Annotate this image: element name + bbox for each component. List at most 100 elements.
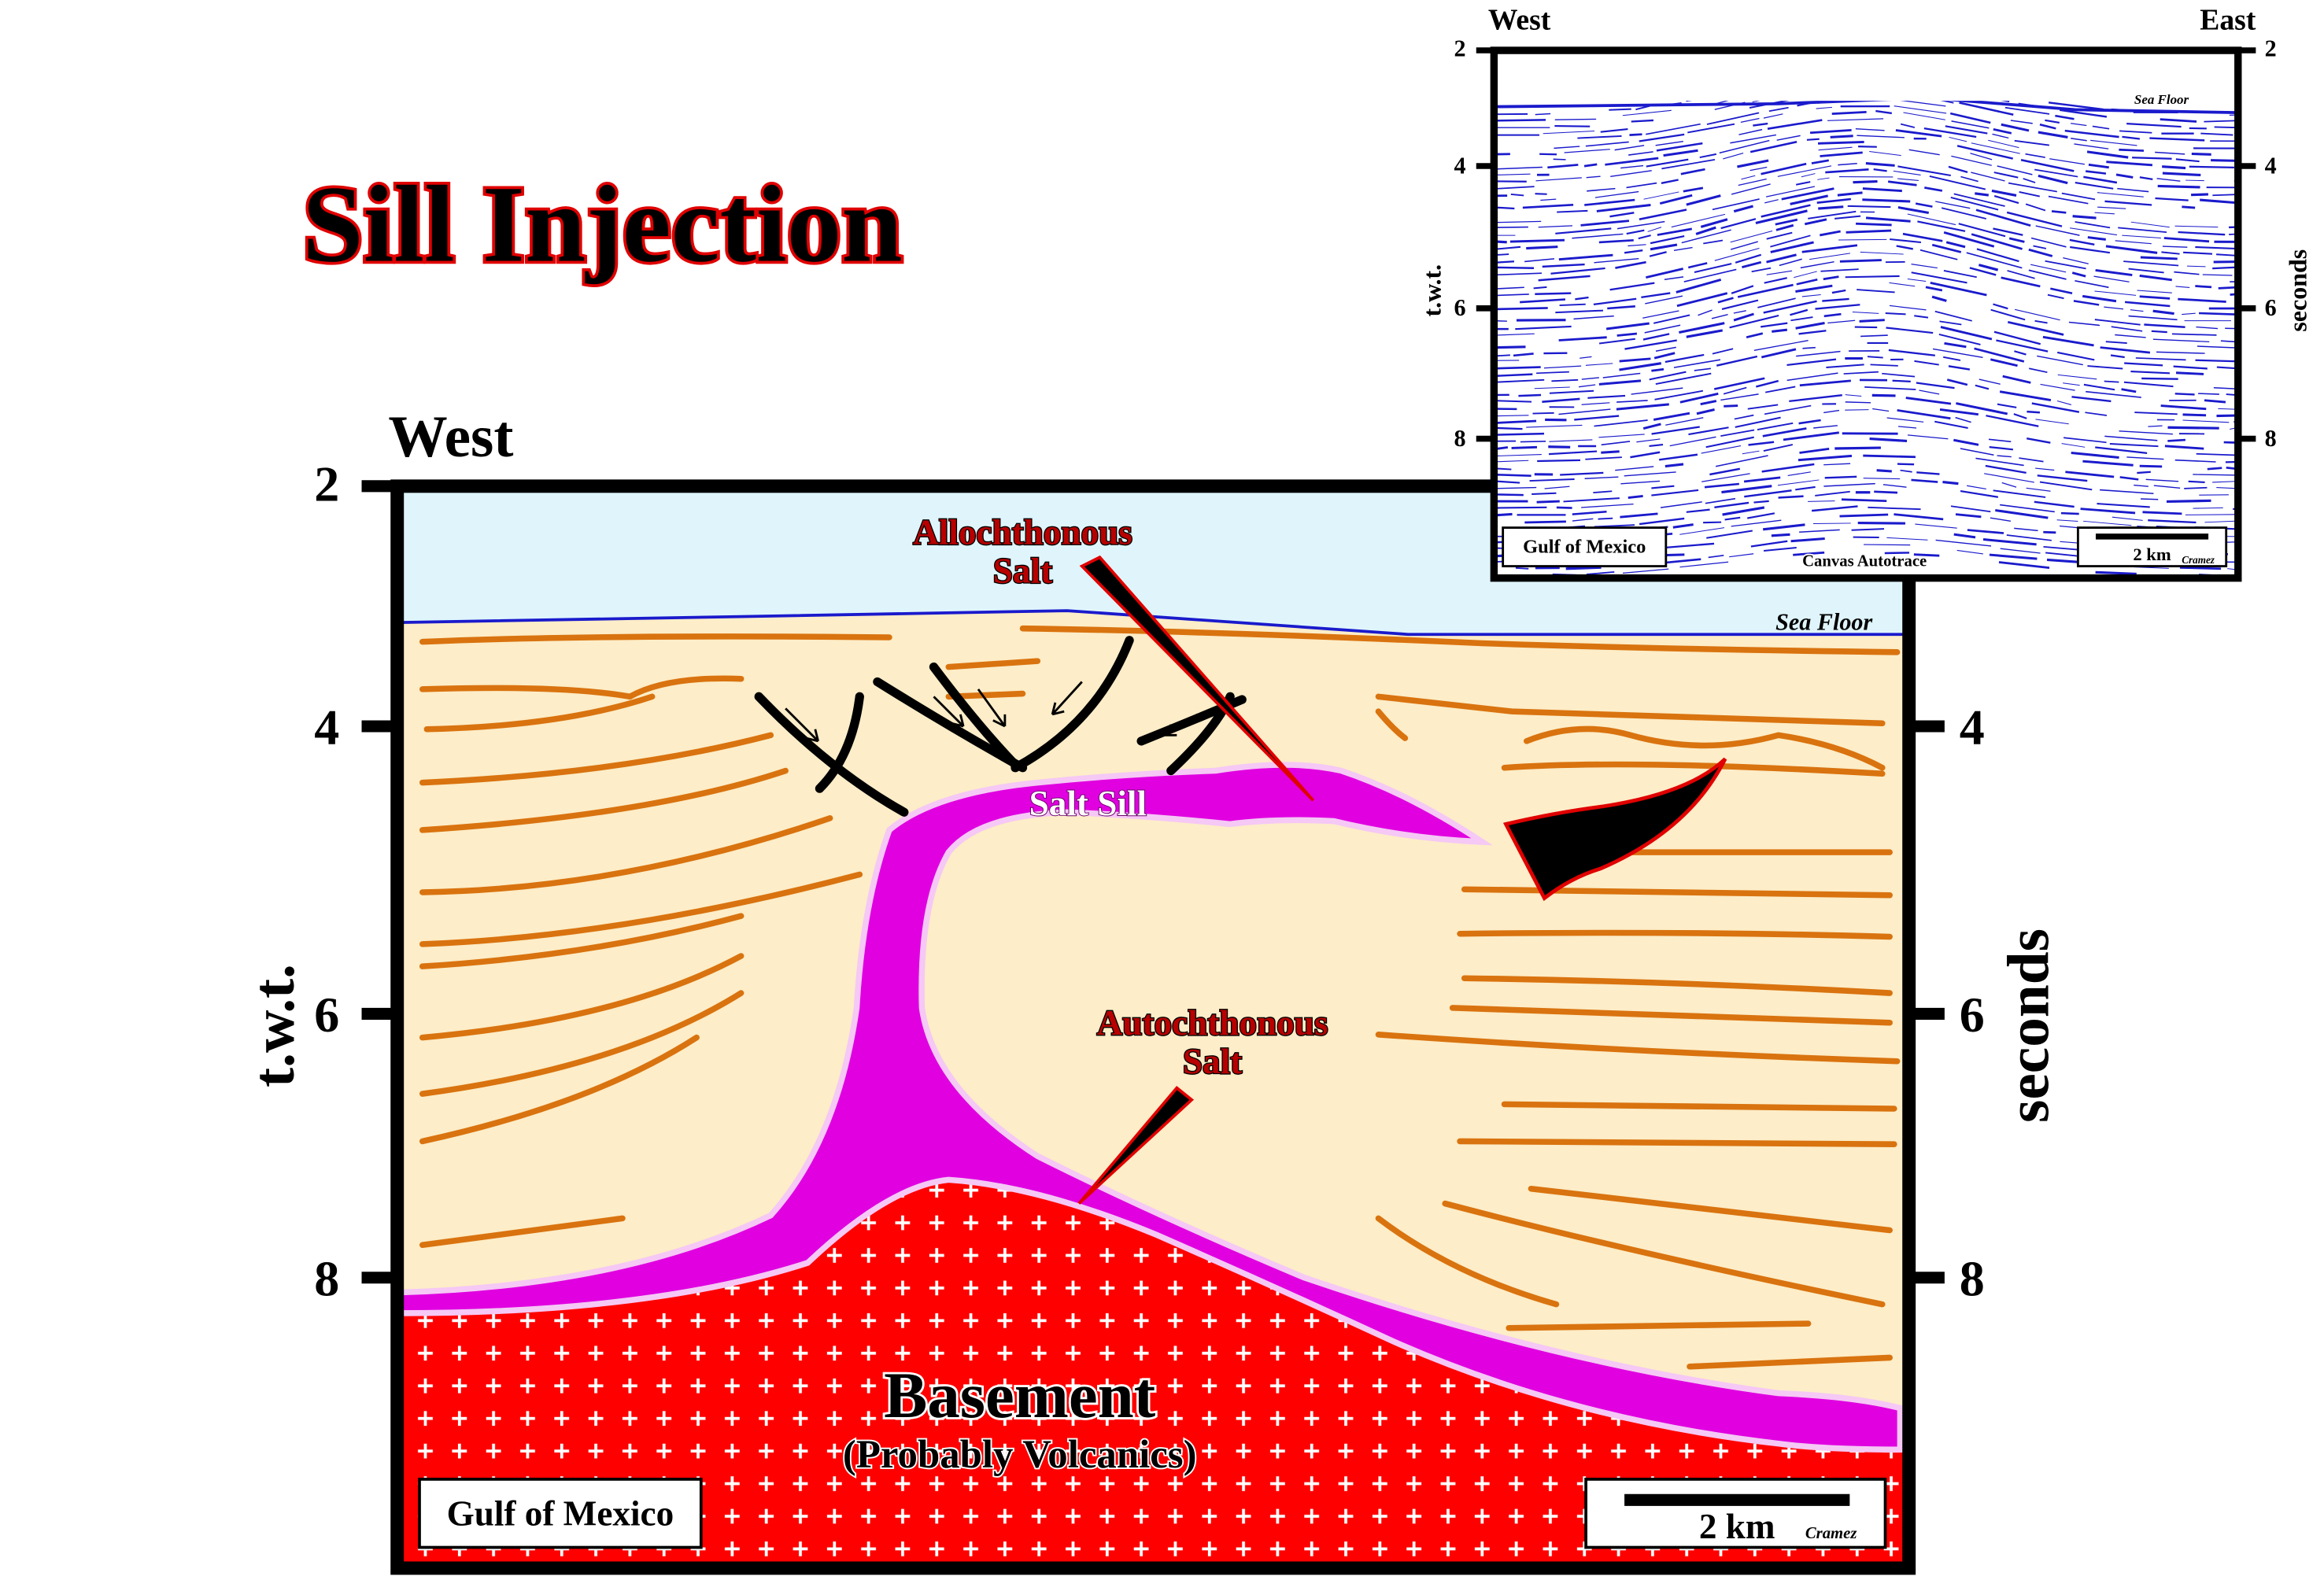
seismic-trace-segment bbox=[2195, 359, 2237, 363]
seismic-trace-segment bbox=[1894, 513, 1944, 521]
seismic-trace-segment bbox=[2080, 508, 2136, 515]
seismic-trace-segment bbox=[1826, 364, 1864, 368]
seismic-trace-segment bbox=[1557, 209, 1588, 213]
autochthonous-pointer bbox=[1077, 1086, 1195, 1205]
seismic-trace-segment bbox=[2134, 484, 2148, 487]
seismic-trace-segment bbox=[1790, 316, 1813, 322]
seismic-trace-segment bbox=[2000, 548, 2041, 554]
seismic-trace-segment bbox=[1998, 561, 2050, 569]
seismic-trace-segment bbox=[1655, 372, 1712, 386]
seismic-trace-segment bbox=[1687, 123, 1735, 134]
seismic-trace-segment bbox=[2087, 365, 2123, 370]
seismic-trace-segment bbox=[2119, 130, 2152, 134]
seismic-trace-segment bbox=[1931, 295, 1947, 302]
seismic-trace-segment bbox=[1699, 153, 1717, 159]
seismic-trace-segment bbox=[1825, 168, 1869, 174]
seismic-trace-segment bbox=[1631, 387, 1683, 395]
seismic-trace-segment bbox=[1869, 151, 1901, 157]
seismic-trace-segment bbox=[1777, 165, 1832, 177]
seismic-trace-segment bbox=[1636, 438, 1661, 443]
seismic-trace-segment bbox=[1494, 286, 1524, 290]
sediment-reflectors bbox=[419, 625, 1901, 1370]
seismic-trace-segment bbox=[1730, 230, 1773, 243]
seismic-trace-segment bbox=[1494, 166, 1543, 170]
seismic-trace-segment bbox=[1558, 253, 1613, 261]
seismic-trace-segment bbox=[1664, 542, 1715, 549]
injection-arrow bbox=[1502, 757, 1727, 902]
seismic-trace-segment bbox=[1801, 293, 1821, 297]
seismic-trace-segment bbox=[1594, 190, 1639, 198]
seismic-trace-segment bbox=[2115, 240, 2152, 245]
seismic-trace-segment bbox=[2204, 520, 2238, 523]
seismic-trace-segment bbox=[1761, 162, 1807, 175]
seismic-trace-segment bbox=[2123, 381, 2174, 388]
seismic-trace-segment bbox=[1841, 498, 1887, 503]
seismic-trace-segment bbox=[1646, 268, 1683, 279]
seismic-trace-segment bbox=[1997, 165, 2033, 175]
seismic-trace-segment bbox=[2191, 152, 2211, 156]
seismic-trace-segment bbox=[1772, 328, 1788, 333]
seismic-trace-segment bbox=[2035, 419, 2069, 425]
seismic-trace-segment bbox=[1903, 112, 1945, 120]
seismic-trace-segment bbox=[1756, 379, 1779, 388]
seismic-trace-segment bbox=[1650, 234, 1685, 245]
inset-y-axis-left-label: t.w.t. bbox=[1418, 264, 1446, 317]
seismic-trace-segment bbox=[1945, 241, 1966, 249]
seismic-trace-segment bbox=[1764, 277, 1787, 284]
seismic-trace-segment bbox=[2061, 443, 2086, 448]
seismic-trace-segment bbox=[1694, 263, 1732, 274]
seismic-trace-segment bbox=[2075, 182, 2114, 190]
seismic-trace-segment bbox=[1532, 412, 1554, 415]
seismic-trace-segment bbox=[2163, 237, 2210, 243]
seismic-trace-segment bbox=[1941, 207, 1987, 220]
seismic-trace-segment bbox=[1837, 191, 1863, 197]
seismic-trace-segment bbox=[1700, 218, 1728, 228]
seismic-trace-segment bbox=[2122, 234, 2161, 238]
seismic-trace-segment bbox=[1955, 513, 1982, 519]
seismic-trace-segment bbox=[2097, 503, 2150, 508]
seismic-trace-segment bbox=[2019, 191, 2040, 198]
seismic-trace-segment bbox=[1649, 444, 1664, 448]
seismic-trace-segment bbox=[1790, 537, 1825, 543]
seismic-trace-segment bbox=[2037, 474, 2088, 482]
seismic-trace-segment bbox=[1900, 123, 1916, 128]
seismic-trace-segment bbox=[1797, 454, 1853, 462]
seismic-trace-segment bbox=[1975, 384, 1990, 390]
seismic-trace-segment bbox=[2139, 464, 2163, 468]
seismic-trace-segment bbox=[1598, 338, 1635, 345]
seismic-trace-segment bbox=[2038, 174, 2068, 185]
sea-floor-line bbox=[397, 609, 1909, 637]
seismic-trace-segment bbox=[1857, 135, 1905, 138]
seismic-trace-segment bbox=[2015, 308, 2060, 321]
seismic-trace-segment bbox=[1573, 315, 1614, 320]
seismic-trace-segment bbox=[1823, 463, 1851, 466]
seismic-trace-segment bbox=[2075, 221, 2111, 229]
west-label: West bbox=[388, 404, 513, 470]
seismic-trace-segment bbox=[1882, 372, 1916, 378]
seismic-trace-segment bbox=[1620, 512, 1658, 519]
seismic-trace-segment bbox=[2002, 375, 2031, 384]
seismic-trace-segment bbox=[2130, 221, 2170, 228]
seismic-trace-segment bbox=[2013, 413, 2027, 419]
seismic-trace-segment bbox=[2001, 123, 2030, 132]
seismic-trace-segment bbox=[1657, 227, 1693, 236]
seismic-trace-segment bbox=[1966, 252, 2023, 269]
seismic-trace-segment bbox=[1902, 232, 1943, 242]
seismic-trace-segment bbox=[1946, 378, 1968, 386]
seismic-trace-segment bbox=[1882, 484, 1907, 488]
seismic-trace-segment bbox=[1820, 230, 1841, 237]
seismic-trace-segment bbox=[1601, 441, 1631, 446]
seismic-trace-segment bbox=[1653, 352, 1676, 360]
seismic-trace-segment bbox=[1808, 210, 1857, 220]
seismic-trace-segment bbox=[1622, 109, 1672, 116]
seismic-trace-segment bbox=[1607, 305, 1635, 310]
seismic-trace-segment bbox=[1554, 125, 1591, 127]
seismic-trace-segment bbox=[2119, 476, 2139, 481]
seismic-trace-segment bbox=[1885, 312, 1906, 316]
seismic-trace-segment bbox=[1823, 482, 1875, 487]
seismic-trace-segment bbox=[2035, 225, 2080, 236]
seismic-trace-segment bbox=[1596, 204, 1651, 212]
seismic-trace-segment bbox=[1778, 495, 1804, 499]
seismic-trace-segment bbox=[1577, 135, 1622, 139]
seismic-trace-segment bbox=[1775, 218, 1798, 226]
